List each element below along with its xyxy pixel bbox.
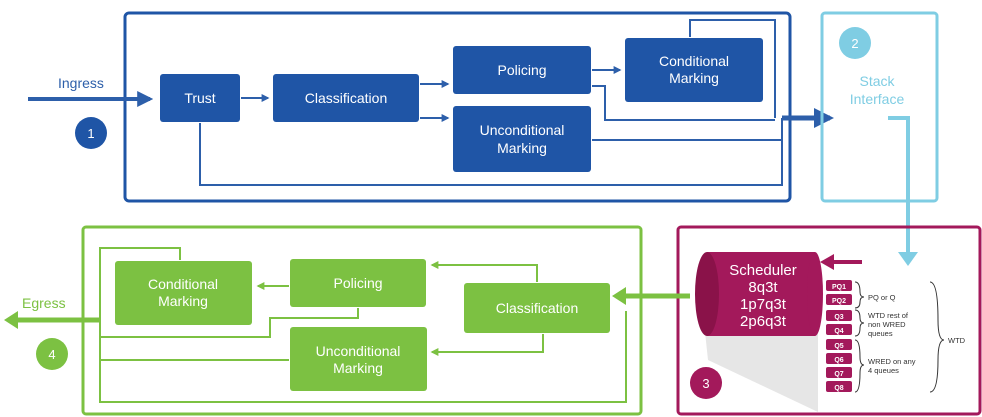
unconditional-out-line	[592, 118, 783, 141]
queue-q5-label: Q5	[834, 343, 843, 350]
scheduler-right-cap	[807, 252, 823, 336]
queue-q3	[826, 310, 852, 321]
egress-label: Egress	[22, 295, 66, 311]
classification-label: Classification	[305, 90, 387, 106]
egress-classification-label: Classification	[496, 300, 578, 316]
queue-q7-label: Q7	[834, 371, 843, 378]
trust-box	[160, 74, 240, 122]
step-2-badge	[839, 27, 871, 59]
queue-q6-label: Q6	[834, 357, 843, 364]
conditional-marking-label-1: Conditional	[659, 53, 729, 69]
egress-policing-label: Policing	[333, 275, 382, 291]
egress-unconditional-marking-box	[290, 327, 427, 391]
step-1-number: 1	[87, 126, 94, 141]
step-2-number: 2	[851, 36, 858, 51]
policing-label: Policing	[497, 62, 546, 78]
ingress-frame	[123, 11, 792, 203]
unconditional-marking-label-1: Unconditional	[480, 122, 565, 138]
scheduler-mode-2: 1p7q3t	[740, 296, 787, 313]
egress-unconditional-marking-label-2: Marking	[333, 360, 383, 376]
wtd-bracket	[929, 281, 945, 393]
wtd-note-1: WTD rest of	[868, 311, 909, 320]
queue-pq1	[826, 280, 852, 291]
unconditional-marking-label-2: Marking	[497, 140, 547, 156]
queue-q7	[826, 367, 852, 378]
step-4-badge	[36, 338, 68, 370]
stack-section: 2 Stack Interface	[820, 11, 939, 266]
scheduler-mode-3: 2p6q3t	[740, 313, 787, 330]
queue-pq2-label: PQ2	[832, 298, 846, 305]
step-4-number: 4	[48, 347, 55, 362]
scheduler-left-cap	[695, 252, 719, 336]
unconditional-out-line-egress	[99, 320, 289, 361]
stack-to-scheduler-arrowhead	[820, 254, 834, 270]
pq-bracket	[854, 281, 865, 309]
conditional-out-line	[689, 19, 776, 118]
queue-q5	[826, 339, 852, 350]
egress-conditional-marking-label-2: Marking	[158, 293, 208, 309]
step-3-badge	[690, 367, 722, 399]
classification-bypass-line	[99, 311, 627, 403]
conditional-out-line-egress	[99, 247, 181, 320]
egress-conditional-marking-label-1: Conditional	[148, 276, 218, 292]
egress-unconditional-marking-label-1: Unconditional	[316, 343, 401, 359]
step-3-number: 3	[702, 376, 709, 391]
stack-down-arrow	[888, 116, 910, 258]
queue-brackets	[854, 281, 945, 393]
unconditional-marking-box	[453, 106, 591, 172]
stack-down-arrowhead	[898, 252, 918, 266]
stack-frame	[820, 11, 939, 203]
trust-label: Trust	[184, 90, 215, 106]
scheduler-to-egress-arrowhead	[612, 287, 626, 305]
conditional-marking-label-2: Marking	[669, 70, 719, 86]
queue-q4-label: Q4	[834, 328, 843, 335]
ingress-connectors	[199, 19, 783, 186]
scheduler-title: Scheduler	[729, 262, 797, 279]
classification-box	[273, 74, 419, 122]
ingress-section: Ingress 1 Trust Classification Policing …	[28, 11, 834, 203]
classification-to-policing-line	[430, 261, 538, 282]
stack-label-1: Stack	[859, 73, 895, 89]
step-1-badge	[75, 117, 107, 149]
egress-classification-box	[464, 283, 610, 333]
egress-section: Egress 4 Conditional Marking Policing Cl…	[4, 225, 643, 416]
scheduler-body	[707, 252, 815, 336]
queue-q8-label: Q8	[834, 385, 843, 392]
stack-label-2: Interface	[850, 91, 905, 107]
wtd-rest-bracket	[854, 309, 865, 337]
wtd-note-2: non WRED	[868, 320, 906, 329]
ingress-label: Ingress	[58, 75, 104, 91]
egress-connectors	[99, 247, 627, 403]
egress-conditional-marking-box	[115, 261, 252, 325]
conditional-marking-box	[625, 38, 763, 102]
wtd-note-3: queues	[868, 329, 893, 338]
pq-note: PQ or Q	[868, 293, 896, 302]
queue-q6	[826, 353, 852, 364]
policing-bypass-line-egress	[100, 308, 359, 338]
wtd-label: WTD	[948, 336, 966, 345]
queueing-section: Scheduler 8q3t 1p7q3t 2p6q3t PQ1 PQ2 Q3 …	[676, 225, 982, 416]
queue-pq1-label: PQ1	[832, 284, 846, 291]
queue-q8	[826, 381, 852, 392]
policing-box	[453, 46, 591, 94]
classification-to-unconditional-line	[430, 334, 544, 356]
queueing-frame	[676, 225, 982, 416]
queue-q3-label: Q3	[834, 314, 843, 321]
policing-bypass-line	[592, 85, 775, 121]
queue-pq2	[826, 294, 852, 305]
wred-note-2: 4 queues	[868, 366, 899, 375]
queue-list: PQ1 PQ2 Q3 Q4 Q5 Q6 Q7 Q8	[826, 280, 852, 392]
egress-policing-box	[290, 259, 426, 307]
wred-bracket	[854, 339, 865, 393]
egress-arrowhead	[4, 311, 18, 329]
queue-q4	[826, 324, 852, 335]
wred-note-1: WRED on any	[868, 357, 916, 366]
trust-bypass-line	[199, 118, 783, 186]
scheduler-mode-1: 8q3t	[748, 279, 778, 296]
